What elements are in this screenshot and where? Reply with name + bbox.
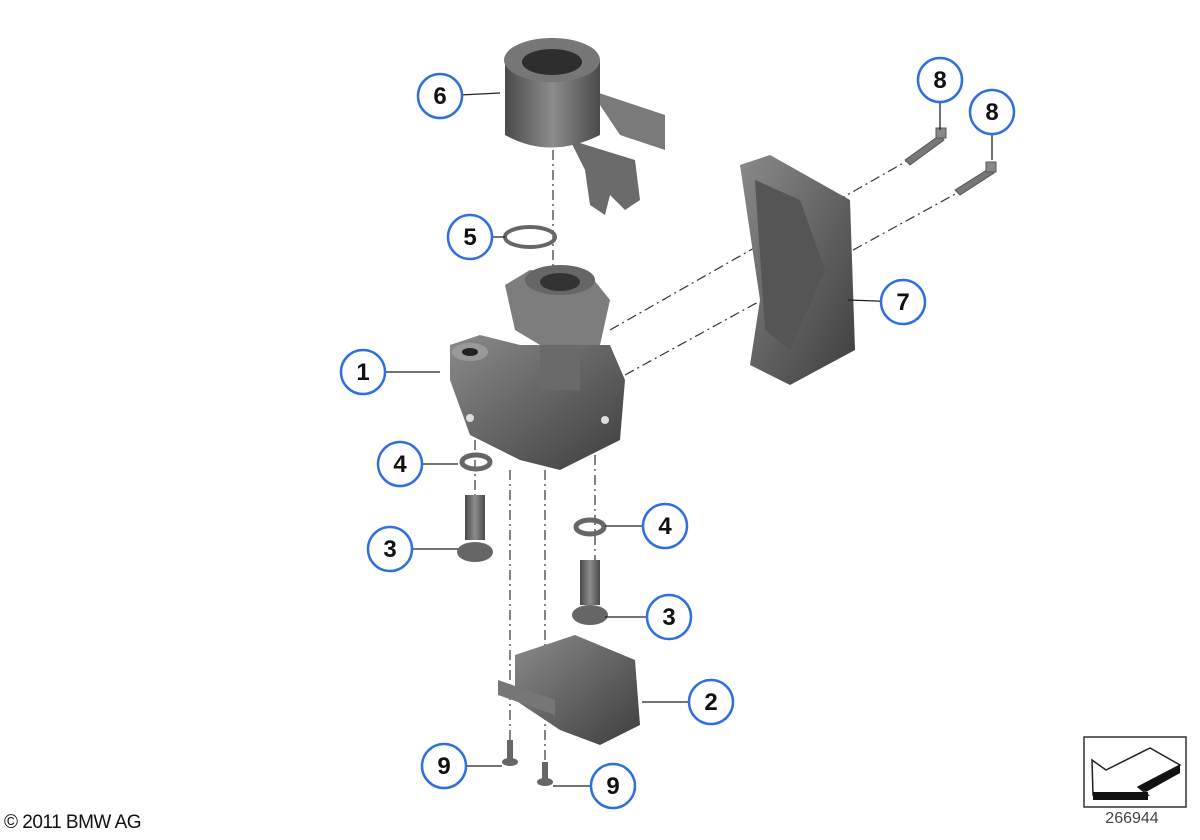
callout-circle [446, 213, 494, 261]
callout-8[interactable]: 8 [968, 88, 1016, 160]
callout-number: 1 [356, 359, 369, 386]
callout-circle [420, 742, 468, 790]
callout-number: 6 [433, 83, 446, 110]
callout-number: 9 [437, 753, 450, 780]
callout-9[interactable]: 9 [420, 742, 502, 790]
callout-1[interactable]: 1 [339, 348, 440, 396]
callout-number: 4 [658, 513, 672, 540]
arrow-direction-icon [1083, 736, 1187, 808]
callout-circle [645, 593, 693, 641]
callout-4[interactable]: 4 [605, 502, 689, 550]
diagram-id: 266944 [1105, 810, 1159, 827]
callout-6[interactable]: 6 [416, 72, 501, 120]
callout-circle [366, 525, 414, 573]
callout-layer: 6 8 8 5 7 1 4 4 3 3 2 9 9 [339, 56, 1016, 810]
callout-number: 9 [606, 773, 619, 800]
callout-3[interactable]: 3 [366, 525, 458, 573]
part-7-cover [740, 155, 855, 385]
part-9-screw [502, 740, 553, 786]
part-1-lock-body [450, 265, 625, 470]
callout-5[interactable]: 5 [446, 213, 505, 261]
part-8-screws [904, 127, 997, 196]
copyright-text: © 2011 BMW AG [4, 812, 142, 833]
callout-2[interactable]: 2 [642, 678, 735, 726]
callout-number: 8 [933, 67, 946, 94]
callout-number: 7 [896, 289, 909, 316]
part-6-ignition-housing [504, 38, 665, 215]
callout-circle [687, 678, 735, 726]
callout-circle [916, 56, 964, 104]
part-4-washer [459, 452, 493, 472]
callout-9[interactable]: 9 [553, 762, 637, 810]
part-5-o-ring [503, 225, 557, 249]
callout-circle [879, 278, 927, 326]
callout-4[interactable]: 4 [376, 440, 458, 488]
callout-number: 3 [662, 604, 675, 631]
part-4-washer [573, 517, 607, 537]
callout-number: 8 [985, 99, 998, 126]
callout-circle [968, 88, 1016, 136]
callout-8[interactable]: 8 [916, 56, 964, 130]
callout-7[interactable]: 7 [847, 278, 927, 326]
callout-number: 4 [393, 451, 407, 478]
callout-circle [641, 502, 689, 550]
part-3-bolt [457, 495, 493, 562]
callout-number: 2 [704, 689, 717, 716]
callout-circle [339, 348, 387, 396]
callout-circle [376, 440, 424, 488]
callout-circle [416, 72, 464, 120]
part-2-actuator [498, 635, 640, 745]
callout-3[interactable]: 3 [605, 593, 693, 641]
callout-number: 5 [463, 224, 476, 251]
callout-circle [589, 762, 637, 810]
callout-number: 3 [383, 536, 396, 563]
part-3-bolt [572, 560, 608, 625]
